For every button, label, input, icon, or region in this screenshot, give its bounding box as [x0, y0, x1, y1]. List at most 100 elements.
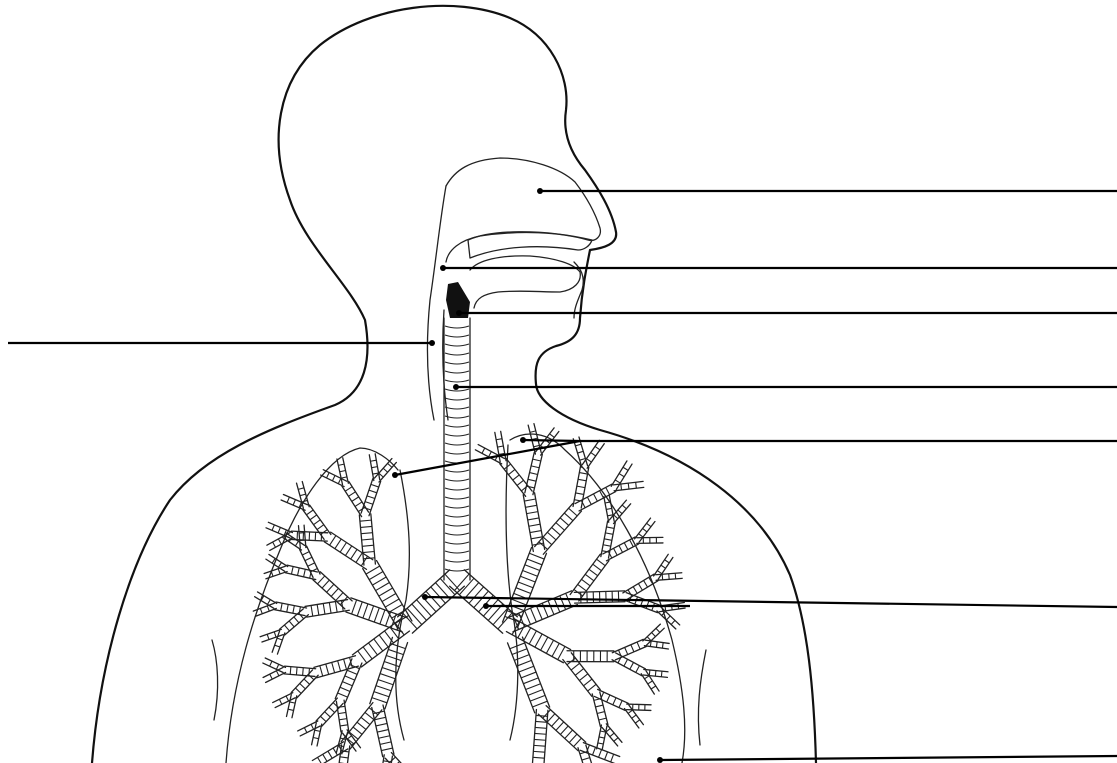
bronchiole-ring [625, 647, 628, 654]
bronchiole-ring [534, 745, 545, 746]
bronchiole-ring [298, 488, 304, 490]
bronchiole-ring [384, 662, 399, 667]
dot-trachea [453, 384, 459, 390]
bronchiole-ring [637, 642, 640, 649]
bronchiole [535, 503, 582, 554]
bronchiole-ring [593, 564, 602, 570]
bronchiole-ring [528, 518, 539, 520]
bronchiole-ring [532, 701, 547, 707]
bronchiole-ring [599, 718, 607, 720]
bronchiole-ring [657, 571, 662, 574]
bronchiole-ring [323, 603, 325, 614]
bronchiole-ring [370, 460, 376, 461]
bronchiole-ring [309, 668, 310, 676]
bronchiole-ring [338, 712, 346, 713]
bronchiole-ring [581, 579, 590, 585]
bronchiole-ring [534, 445, 540, 446]
bronchiole-ring [631, 645, 634, 652]
bronchiole-ring [277, 638, 282, 640]
bronchiole-ring [560, 726, 568, 734]
bronchiole-ring [302, 552, 309, 555]
bronchiole-ring [618, 656, 622, 663]
trachea-ring [445, 533, 469, 535]
bronchiole-ring [579, 674, 587, 681]
trachea-ring [445, 515, 469, 517]
bronchiole-ring [615, 480, 620, 483]
bronchiole-ring [552, 643, 559, 656]
bronchiole-ring [288, 709, 293, 710]
main-bronchus [398, 570, 465, 633]
bronchiole-ring [529, 631, 536, 644]
bronchiole-ring [552, 718, 560, 726]
bronchiole [263, 667, 286, 682]
bronchiole-ring [272, 525, 274, 530]
bronchiole-ring [388, 649, 403, 654]
bronchiole-ring [305, 557, 312, 560]
bronchiole-ring [300, 684, 306, 689]
bronchiole-ring [529, 524, 540, 526]
bronchiole-ring [381, 748, 392, 751]
bronchiole-ring [511, 599, 526, 605]
bronchiole-ring [352, 497, 359, 501]
bronchiole-ring [541, 637, 548, 650]
trachea-ring [445, 353, 469, 355]
bronchiole-ring [278, 539, 281, 544]
bronchiole-ring [607, 695, 610, 702]
bronchiole-ring [598, 743, 603, 744]
bronchiole-ring [377, 730, 388, 733]
bronchiole-ring [536, 606, 542, 620]
bronchiole-ring [278, 527, 280, 532]
bronchiole-ring [520, 576, 535, 582]
bronchiole-ring [614, 548, 618, 555]
bronchiole-ring [385, 599, 399, 607]
bronchiole-ring [383, 468, 387, 472]
bronchiole-ring [531, 466, 539, 468]
bronchiole-ring [564, 513, 573, 521]
bronchiole-ring [576, 493, 584, 495]
bronchiole-ring [374, 639, 383, 651]
bronchiole-ring [365, 502, 373, 505]
bronchiole [300, 546, 320, 577]
bronchiole-ring [371, 484, 379, 487]
bronchiole-ring [527, 559, 542, 565]
bronchiole-ring [530, 431, 536, 432]
bronchiole-ring [380, 610, 385, 624]
bronchiole-ring [650, 641, 651, 647]
trachea-ring [445, 344, 469, 346]
bronchiole-ring [306, 510, 313, 515]
bronchiole-ring [314, 520, 321, 525]
bronchiole-ring [274, 632, 276, 637]
bronchiole-ring [546, 640, 553, 653]
bronchiole-ring [294, 617, 299, 623]
bronchiole-ring [652, 633, 656, 637]
bronchiole-ring [597, 559, 606, 565]
bronchiole-ring [383, 761, 391, 762]
bronchiole-ring [665, 560, 670, 563]
bronchiole-ring [317, 576, 324, 584]
bronchiole-ring [287, 497, 289, 502]
bronchiole-ring [304, 679, 310, 684]
bronchiole-ring [655, 671, 656, 677]
bronchiole-ring [533, 459, 541, 461]
bronchiole-ring [534, 739, 545, 740]
bronchiole [523, 493, 544, 552]
bronchiole-ring [311, 605, 313, 616]
trachea-ring [445, 551, 469, 553]
bronchiole-ring [671, 620, 675, 624]
bronchiole-ring [361, 533, 372, 534]
bronchiole-ring [379, 635, 388, 647]
bronchiole-ring [636, 666, 640, 673]
trachea [444, 318, 470, 580]
bronchiole-ring [279, 699, 281, 704]
bronchiole-ring [528, 479, 536, 481]
bronchiole-ring [519, 666, 534, 672]
bronchiole-ring [402, 613, 417, 629]
body-outline [92, 6, 816, 763]
bronchiole-ring [338, 464, 344, 465]
bronchiole-ring [345, 546, 351, 556]
bronchiole-ring [273, 542, 276, 547]
bronchiole-ring [619, 474, 624, 477]
bronchiole [563, 653, 600, 696]
bronchiole-ring [260, 608, 262, 613]
bronchiole-ring [368, 643, 377, 655]
